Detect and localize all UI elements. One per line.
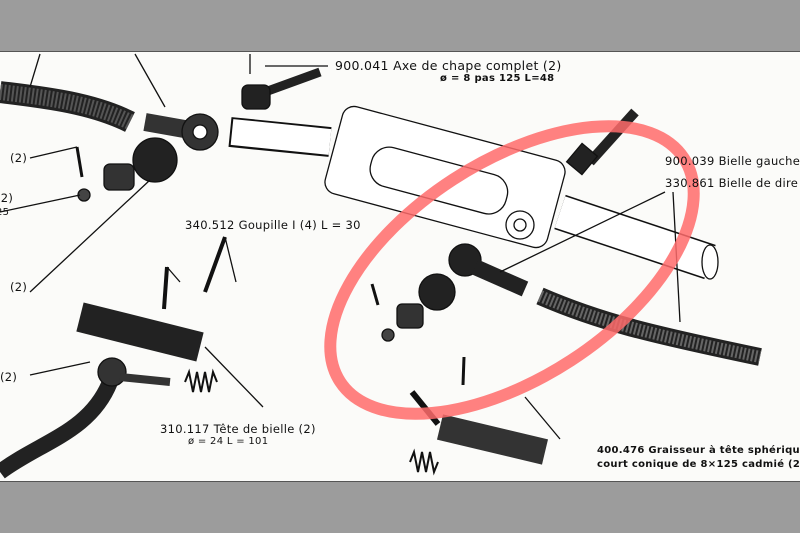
label-tete-bielle: 310.117 Tête de bielle (2): [160, 422, 316, 436]
label-axe-chape-dim: ø = 8 pas 125 L=48: [440, 73, 555, 84]
label-bielle-dir: 330.861 Bielle de dire: [665, 176, 799, 190]
rod-end-left: [76, 302, 204, 362]
label-goupille: 340.512 Goupille I (4) L = 30: [185, 218, 361, 232]
label-qty: (2): [0, 370, 18, 384]
label-qty: (2): [10, 280, 28, 294]
parts-diagram: 900.041 Axe de chape complet (2) ø = 8 p…: [0, 51, 800, 482]
label-qty: (2): [0, 191, 14, 205]
rod-end-lower: [436, 414, 549, 465]
red-highlight-ellipse: [324, 120, 700, 420]
bolt: [586, 108, 639, 166]
label-graisseur-1: 400.476 Graisseur à tête sphérique: [597, 445, 800, 456]
label-tete-bielle-dim: ø = 24 L = 101: [188, 436, 269, 447]
diagram-drawing: [0, 53, 762, 479]
hose-right: [536, 287, 762, 366]
label-axe-chape: 900.041 Axe de chape complet (2): [335, 58, 562, 73]
label-graisseur-2: court conique de 8×125 cadmié (2: [597, 459, 800, 470]
label-qty: (2): [10, 151, 28, 165]
label-bielle-gauche: 900.039 Bielle gauche: [665, 154, 800, 168]
label-fragment: 25: [0, 207, 10, 218]
